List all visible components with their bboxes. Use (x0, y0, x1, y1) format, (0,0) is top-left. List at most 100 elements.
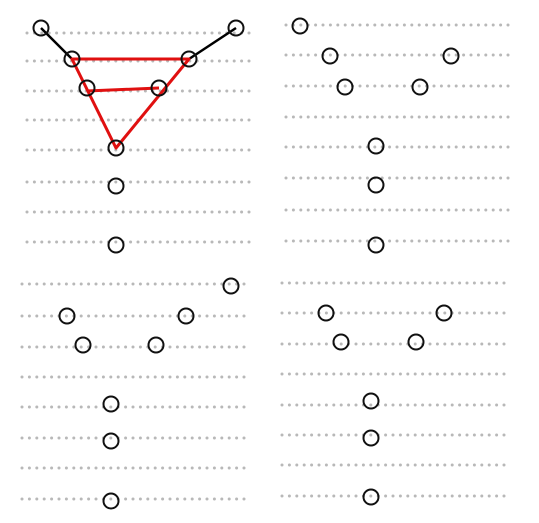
marker-circle (78, 79, 96, 97)
grid-dot (391, 463, 395, 467)
grid-dot (443, 463, 447, 467)
marker-circle (177, 307, 195, 325)
grid-dot (242, 436, 246, 440)
grid-dot (35, 375, 39, 379)
grid-dot (217, 118, 221, 122)
grid-dot (487, 494, 491, 498)
grid-dot (27, 436, 31, 440)
grid-dot (328, 208, 332, 212)
grid-dot (235, 497, 239, 501)
grid-dot (299, 84, 303, 88)
grid-dot (472, 433, 476, 437)
grid-dot (35, 314, 39, 318)
grid-dot (299, 145, 303, 149)
grid-dot (458, 433, 462, 437)
grid-dot (116, 282, 120, 286)
grid-dot (124, 466, 128, 470)
grid-dot (92, 240, 96, 244)
grid-dot (425, 23, 429, 27)
grid-dot (314, 53, 318, 57)
marker-circle (407, 333, 425, 351)
grid-dot (168, 282, 172, 286)
grid-dot (158, 148, 162, 152)
grid-dot (190, 466, 194, 470)
grid-dot (280, 311, 284, 315)
grid-dot (158, 180, 162, 184)
grid-dot (351, 208, 355, 212)
grid-dot (435, 342, 439, 346)
grid-dot (153, 466, 157, 470)
grid-dot (198, 282, 202, 286)
grid-dot (50, 436, 54, 440)
grid-dot (203, 148, 207, 152)
grid-dot (284, 84, 288, 88)
grid-dot (347, 494, 351, 498)
grid-dot (302, 311, 306, 315)
grid-dot (421, 311, 425, 315)
grid-dot (168, 375, 172, 379)
grid-dot (410, 53, 414, 57)
grid-dot (395, 208, 399, 212)
grid-dot (358, 84, 362, 88)
grid-dot (373, 208, 377, 212)
grid-dot (380, 115, 384, 119)
grid-dot (32, 180, 36, 184)
grid-dot (365, 23, 369, 27)
grid-dot (476, 23, 480, 27)
marker-circle (102, 492, 120, 510)
grid-dot (153, 314, 157, 318)
grid-dot (235, 405, 239, 409)
grid-dot (136, 210, 140, 214)
grid-dot (421, 433, 425, 437)
grid-dot (92, 148, 96, 152)
grid-dot (158, 31, 162, 35)
grid-dot (410, 176, 414, 180)
grid-dot (227, 497, 231, 501)
marker-circle (74, 336, 92, 354)
grid-dot (406, 311, 410, 315)
grid-dot (391, 342, 395, 346)
grid-dot (476, 208, 480, 212)
grid-dot (183, 466, 187, 470)
grid-dot (94, 375, 98, 379)
grid-dot (302, 463, 306, 467)
grid-dot (354, 463, 358, 467)
grid-dot (69, 210, 73, 214)
grid-dot (99, 148, 103, 152)
grid-dot (417, 115, 421, 119)
grid-dot (343, 208, 347, 212)
grid-dot (183, 405, 187, 409)
grid-dot (242, 345, 246, 349)
grid-dot (42, 436, 46, 440)
marker-circle (58, 307, 76, 325)
grid-dot (25, 89, 29, 93)
grid-dot (380, 23, 384, 27)
grid-dot (212, 405, 216, 409)
grid-dot (242, 282, 246, 286)
grid-dot (425, 239, 429, 243)
grid-dot (395, 145, 399, 149)
grid-dot (380, 208, 384, 212)
grid-dot (129, 148, 133, 152)
marker-circle (107, 236, 125, 254)
grid-dot (354, 403, 358, 407)
marker-circle (411, 78, 429, 96)
grid-dot (77, 118, 81, 122)
grid-dot (146, 375, 150, 379)
grid-dot (136, 148, 140, 152)
grid-dots (280, 281, 506, 498)
grid-dot (317, 281, 321, 285)
grid-dot (388, 84, 392, 88)
grid-dot (173, 89, 177, 93)
grid-dot (314, 176, 318, 180)
grid-dot (376, 372, 380, 376)
grid-dot (212, 345, 216, 349)
grid-dot (450, 403, 454, 407)
grid-dot (450, 372, 454, 376)
grid-dot (402, 208, 406, 212)
grid-dot (205, 282, 209, 286)
grid-dot (146, 497, 150, 501)
grid-dot (369, 281, 373, 285)
grid-dot (217, 210, 221, 214)
grid-dot (443, 281, 447, 285)
